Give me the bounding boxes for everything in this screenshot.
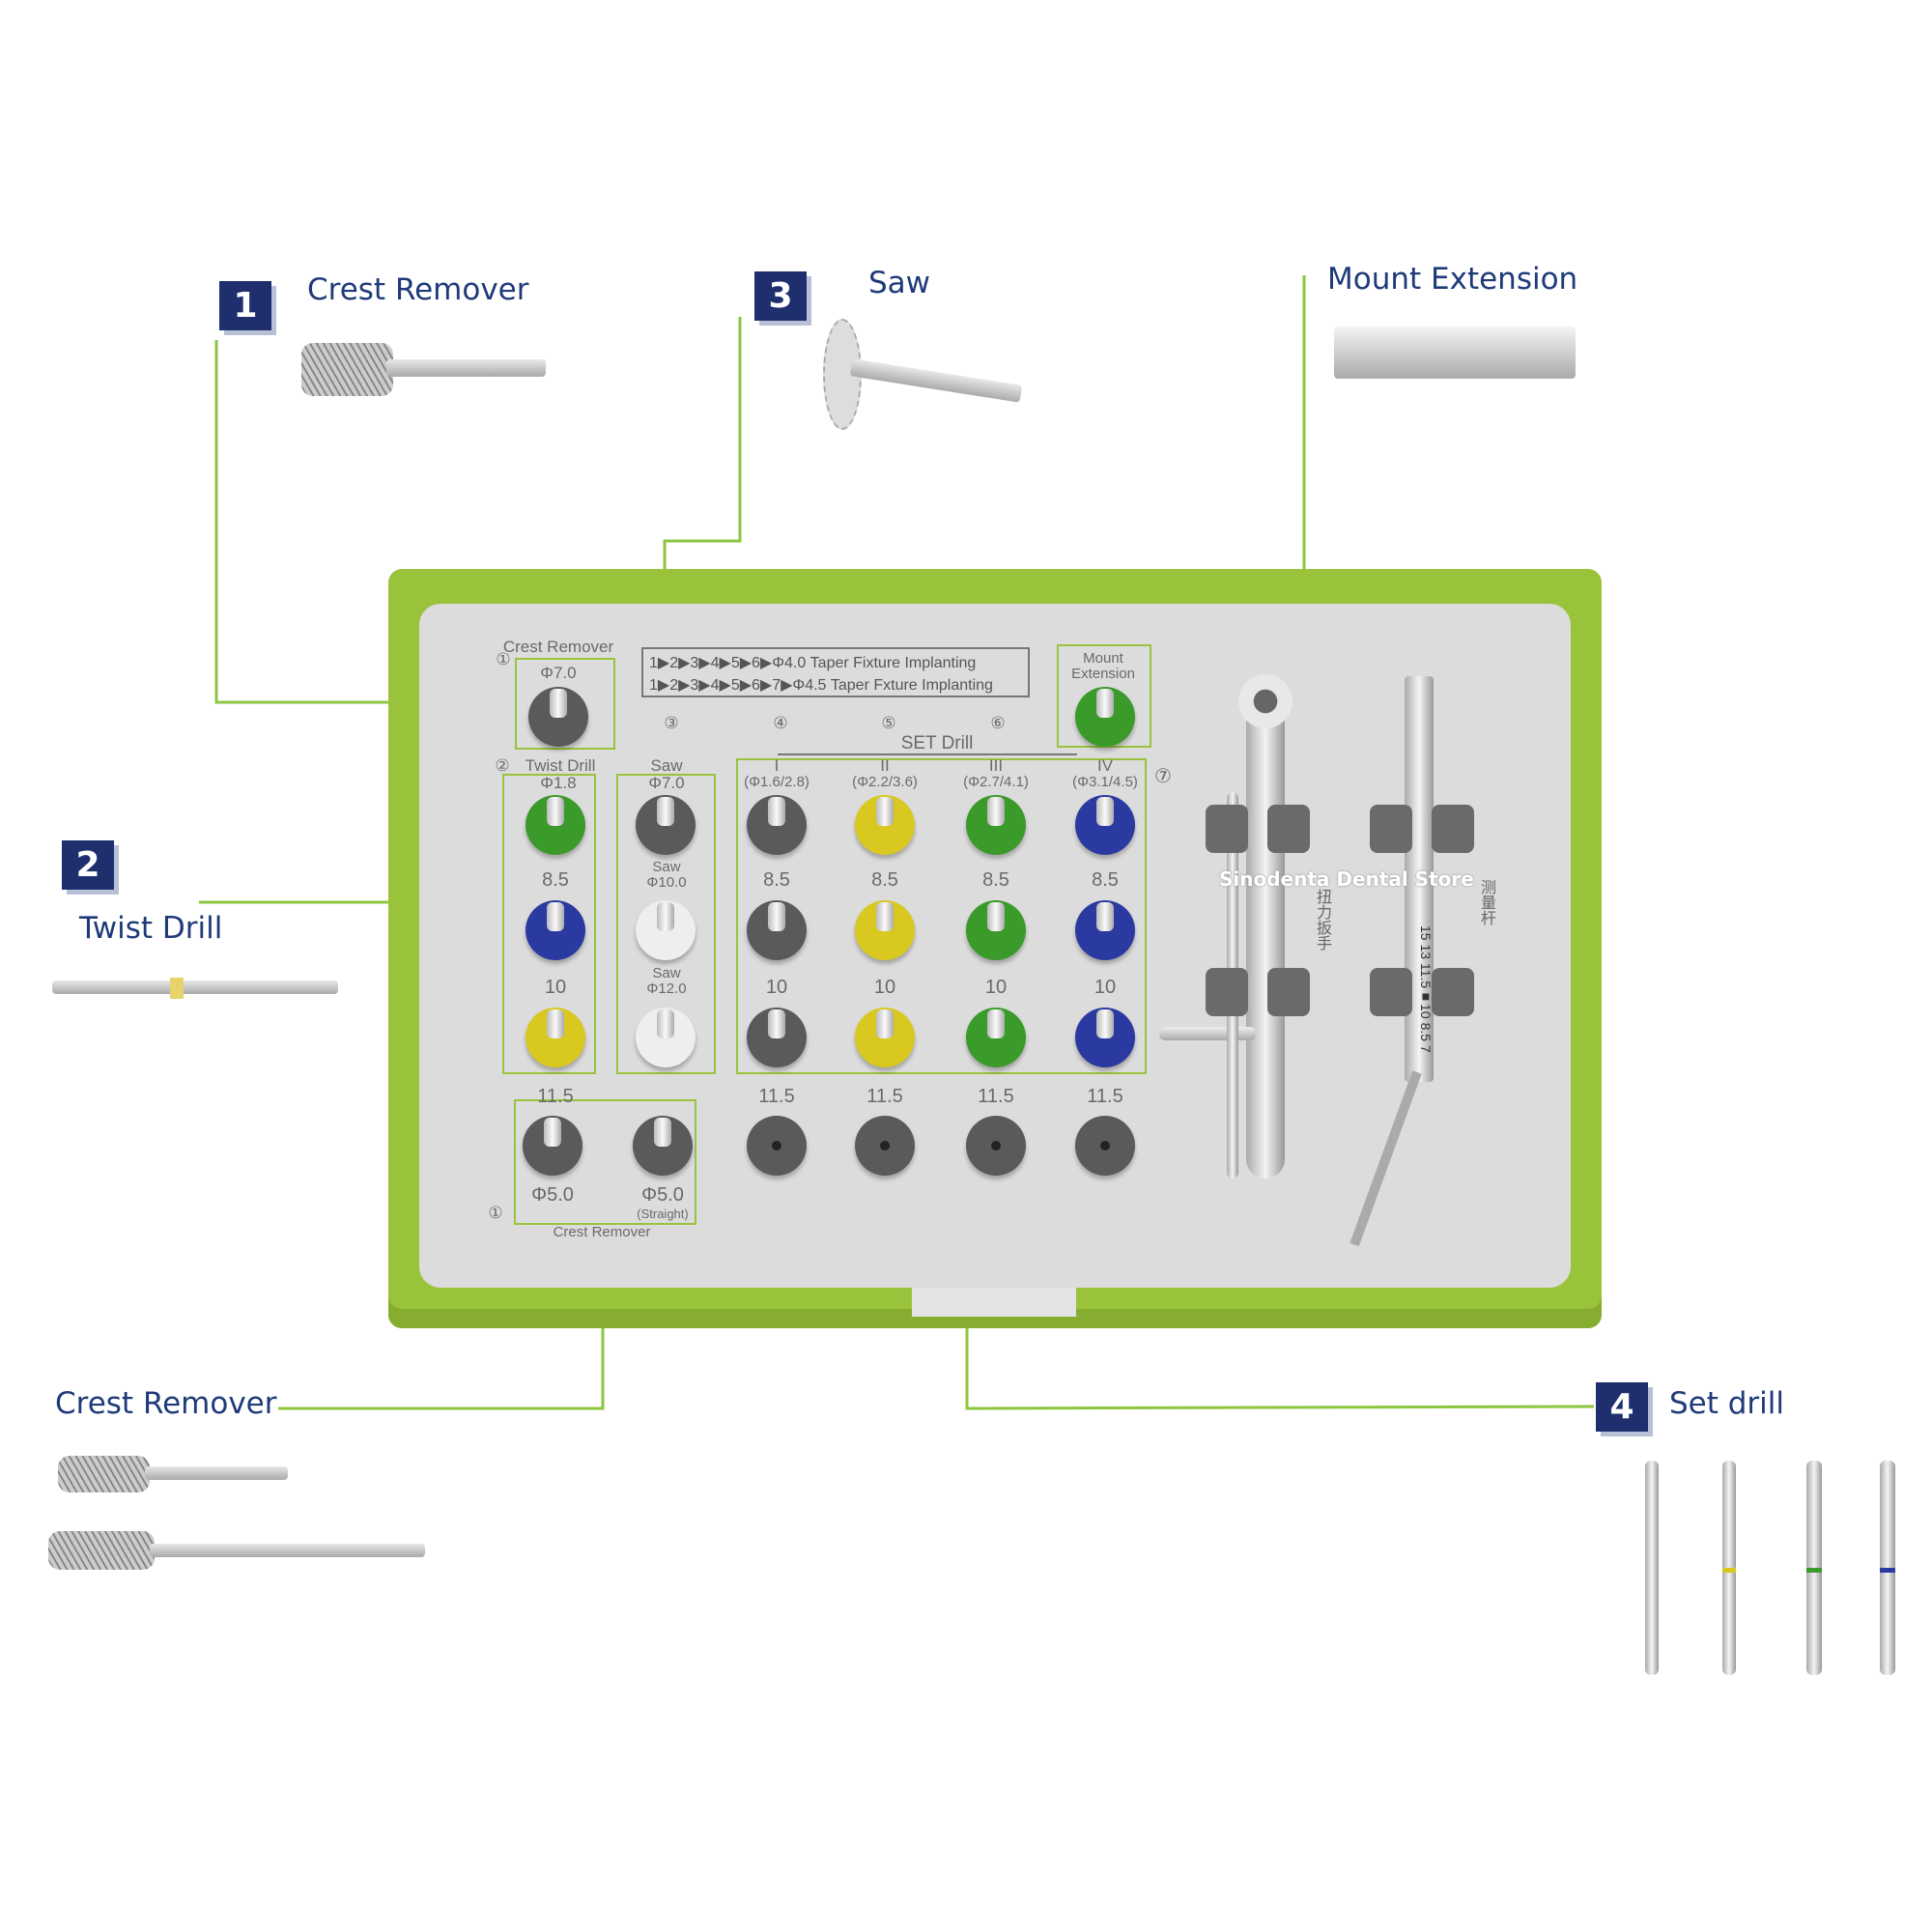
torque-wrench-label: 扭力扳手	[1314, 889, 1330, 951]
well-set-drill-2-3[interactable]	[855, 1008, 915, 1067]
length-label: 10	[765, 977, 788, 998]
slot-number-7: ⑦	[1154, 766, 1172, 787]
well-empty-3[interactable]	[966, 1116, 1026, 1176]
saw-box	[616, 774, 716, 1074]
twist-drill-box	[502, 774, 596, 1074]
length-label: 8.5	[1092, 869, 1119, 891]
slot-number-6: ⑥	[990, 714, 1006, 732]
callout-title-saw: Saw	[868, 266, 931, 300]
set-drill-range-1: (Φ1.6/2.8)	[744, 774, 810, 790]
saw-size: Φ7.0	[648, 774, 685, 792]
crest-remover-bottom-label: Crest Remover	[553, 1224, 651, 1240]
bottom-note-straight: (Straight)	[637, 1207, 689, 1221]
well-set-drill-4-1[interactable]	[1075, 795, 1135, 855]
well-set-drill-2-2[interactable]	[855, 900, 915, 960]
crest-remover-top-box	[515, 658, 615, 750]
length-label: 10	[984, 977, 1008, 998]
well-twist-drill-1[interactable]	[526, 795, 585, 855]
callout-badge-4: 4	[1596, 1382, 1648, 1432]
callout-badge-3: 3	[754, 271, 807, 321]
callout-title-crest-remover: Crest Remover	[307, 272, 529, 307]
well-set-drill-3-1[interactable]	[966, 795, 1026, 855]
set-drill-roman-4: IV	[1096, 756, 1114, 775]
well-twist-drill-2[interactable]	[526, 900, 585, 960]
depth-gauge-marks: 15 13 11.5■10 8.5 7	[1418, 925, 1434, 1053]
well-set-drill-3-3[interactable]	[966, 1008, 1026, 1067]
length-label: 8.5	[982, 869, 1009, 891]
well-saw-1[interactable]	[636, 795, 696, 855]
slot-number-2: ②	[495, 756, 510, 775]
protocol-box: 1▶2▶3▶4▶5▶6▶Φ4.0 Taper Fixture Implantin…	[641, 647, 1030, 697]
saw-label: Saw	[650, 756, 683, 775]
length-label: 8.5	[871, 869, 898, 891]
length-label: 8.5	[542, 869, 569, 891]
well-set-drill-1-2[interactable]	[747, 900, 807, 960]
well-crest-remover-bottom-1[interactable]	[523, 1116, 582, 1176]
set-drill-roman-2: II	[880, 756, 890, 775]
length-label: 11.5	[758, 1086, 795, 1107]
protocol-line-1: 1▶2▶3▶4▶5▶6▶Φ4.0 Taper Fixture Implantin…	[649, 655, 977, 671]
set-drill-range-2: (Φ2.2/3.6)	[852, 774, 918, 790]
well-crest-remover-bottom-2[interactable]	[633, 1116, 693, 1176]
twist-drill-size: Φ1.8	[540, 774, 577, 792]
set-drill-box	[736, 758, 1147, 1074]
callout-badge-1: 1	[219, 281, 271, 330]
well-twist-drill-3[interactable]	[526, 1008, 585, 1067]
slot-number-3: ③	[664, 714, 679, 732]
bottom-size-1: Φ5.0	[531, 1184, 574, 1206]
saw-size-2: Φ10.0	[646, 874, 687, 891]
crest-remover-bottom-box	[514, 1099, 696, 1225]
length-label: 11.5	[537, 1086, 574, 1107]
well-set-drill-2-1[interactable]	[855, 795, 915, 855]
slot-number-1-bottom: ①	[488, 1204, 503, 1222]
well-saw-3[interactable]	[636, 1008, 696, 1067]
watermark: Sinodenta Dental Store	[1219, 867, 1474, 891]
well-empty-4[interactable]	[1075, 1116, 1135, 1176]
well-empty-1[interactable]	[747, 1116, 807, 1176]
callout-title-twist-drill: Twist Drill	[79, 911, 223, 946]
well-set-drill-3-2[interactable]	[966, 900, 1026, 960]
slot-number-5: ⑤	[881, 714, 896, 732]
length-label: 11.5	[978, 1086, 1014, 1107]
well-crest-remover-7-0[interactable]	[528, 687, 588, 747]
well-saw-2[interactable]	[636, 900, 696, 960]
well-set-drill-1-3[interactable]	[747, 1008, 807, 1067]
length-label: 10	[544, 977, 567, 998]
callout-title-set-drill: Set drill	[1669, 1386, 1785, 1421]
well-set-drill-4-2[interactable]	[1075, 900, 1135, 960]
bottom-size-2: Φ5.0	[641, 1184, 684, 1206]
set-drill-range-3: (Φ2.7/4.1)	[963, 774, 1029, 790]
callout-title-mount-extension: Mount Extension	[1327, 262, 1578, 297]
crest-remover-label: Crest Remover	[502, 638, 614, 656]
saw-size-3: Φ12.0	[646, 980, 687, 997]
mount-extension-label: Mount Extension	[1071, 650, 1135, 682]
well-set-drill-1-1[interactable]	[747, 795, 807, 855]
callout-title-crest-remover-bottom: Crest Remover	[55, 1386, 277, 1421]
mount-extension-box	[1057, 644, 1151, 748]
crest-remover-size: Φ7.0	[540, 664, 577, 682]
well-empty-2[interactable]	[855, 1116, 915, 1176]
set-drill-roman-3: III	[988, 756, 1004, 775]
set-drill-underline	[778, 753, 1077, 755]
set-drill-roman-1: I	[774, 756, 780, 775]
protocol-line-2: 1▶2▶3▶4▶5▶6▶7▶Φ4.5 Taper Fxture Implanti…	[649, 677, 993, 694]
tray-latch	[912, 1288, 1076, 1317]
length-label: 8.5	[763, 869, 790, 891]
length-label: 11.5	[1087, 1086, 1123, 1107]
twist-drill-label: Twist Drill	[525, 756, 596, 775]
saw-label-3: Saw	[652, 965, 681, 981]
callout-badge-2: 2	[62, 840, 114, 890]
saw-label-2: Saw	[652, 859, 681, 875]
set-drill-title: SET Drill	[900, 733, 974, 753]
length-label: 11.5	[867, 1086, 903, 1107]
well-mount-extension[interactable]	[1075, 687, 1135, 747]
depth-gauge-label: 测量杆	[1478, 879, 1494, 925]
length-label: 10	[1094, 977, 1117, 998]
slot-number-4: ④	[773, 714, 788, 732]
set-drill-range-4: (Φ3.1/4.5)	[1072, 774, 1138, 790]
length-label: 10	[873, 977, 896, 998]
well-set-drill-4-3[interactable]	[1075, 1008, 1135, 1067]
